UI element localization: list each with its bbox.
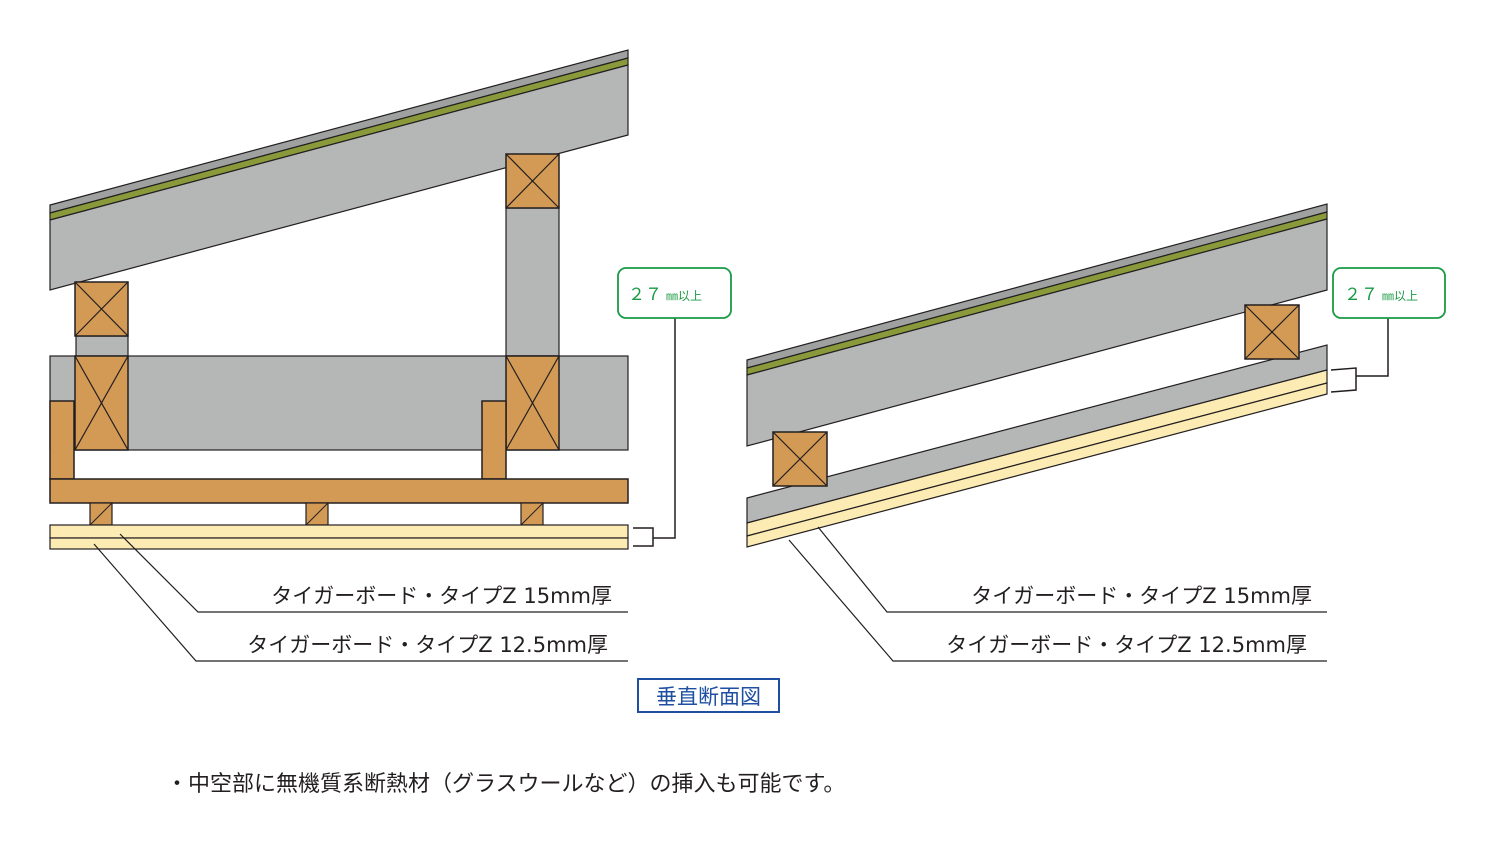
left-board-12-5mm: [49, 537, 629, 550]
left-wood-block-mid-1: [74, 355, 129, 451]
right-board-12-5mm: [746, 382, 1328, 548]
right-label-12-5mm: タイガーボード・タイプZ 12.5mm厚: [946, 633, 1307, 657]
left-wood-block-mid-2: [505, 355, 560, 451]
note-text: ・中空部に無機質系断熱材（グラスウールなど）の挿入も可能です。: [166, 772, 846, 797]
left-side-post-2: [481, 400, 507, 480]
right-dimension-box: [1332, 267, 1446, 319]
left-dimension-box: [617, 267, 732, 319]
right-leader-upper: [817, 526, 1327, 613]
left-roof-rafter: [49, 64, 629, 291]
left-furring-3: [520, 502, 544, 526]
left-leader-upper: [119, 533, 628, 613]
left-label-12-5mm: タイガーボード・タイプZ 12.5mm厚: [247, 633, 608, 657]
right-label-15mm: タイガーボード・タイプZ 15mm厚: [971, 584, 1312, 608]
right-wood-block-1: [772, 431, 828, 487]
caption-vertical-section: 垂直断面図: [637, 678, 780, 713]
left-dimension-value: ２７: [628, 285, 662, 305]
left-furring-1: [89, 502, 113, 526]
left-board-15mm: [49, 524, 629, 539]
right-roof-rafter: [746, 218, 1328, 447]
left-furring-2: [305, 502, 329, 526]
left-dimension-unit: ㎜以上: [666, 289, 702, 303]
left-dimension-label: ２７ ㎜以上: [628, 285, 702, 305]
left-wood-block-top-1: [74, 281, 129, 337]
left-leader-lower: [93, 543, 628, 662]
right-dimension-label: ２７ ㎜以上: [1344, 285, 1418, 305]
left-side-post-1: [49, 400, 75, 480]
left-dimension-bracket: [633, 318, 676, 547]
left-wood-block-top-2: [505, 153, 560, 209]
right-dimension-unit: ㎜以上: [1382, 289, 1418, 303]
left-strut-column-2: [505, 207, 560, 357]
left-label-15mm: タイガーボード・タイプZ 15mm厚: [271, 584, 612, 608]
right-dimension-bracket: [1330, 318, 1389, 393]
left-strut-column-1: [75, 335, 129, 359]
right-leader-lower: [788, 539, 1327, 662]
left-beam: [49, 478, 629, 504]
left-section: ２７ ㎜以上 タイガーボード・タイプZ 15mm厚 タイガーボード・タイプZ 12…: [49, 49, 732, 662]
right-wood-block-2: [1244, 304, 1300, 360]
right-dimension-value: ２７: [1344, 285, 1378, 305]
right-section: ２７ ㎜以上 タイガーボード・タイプZ 15mm厚 タイガーボード・タイプZ 12…: [746, 203, 1446, 662]
